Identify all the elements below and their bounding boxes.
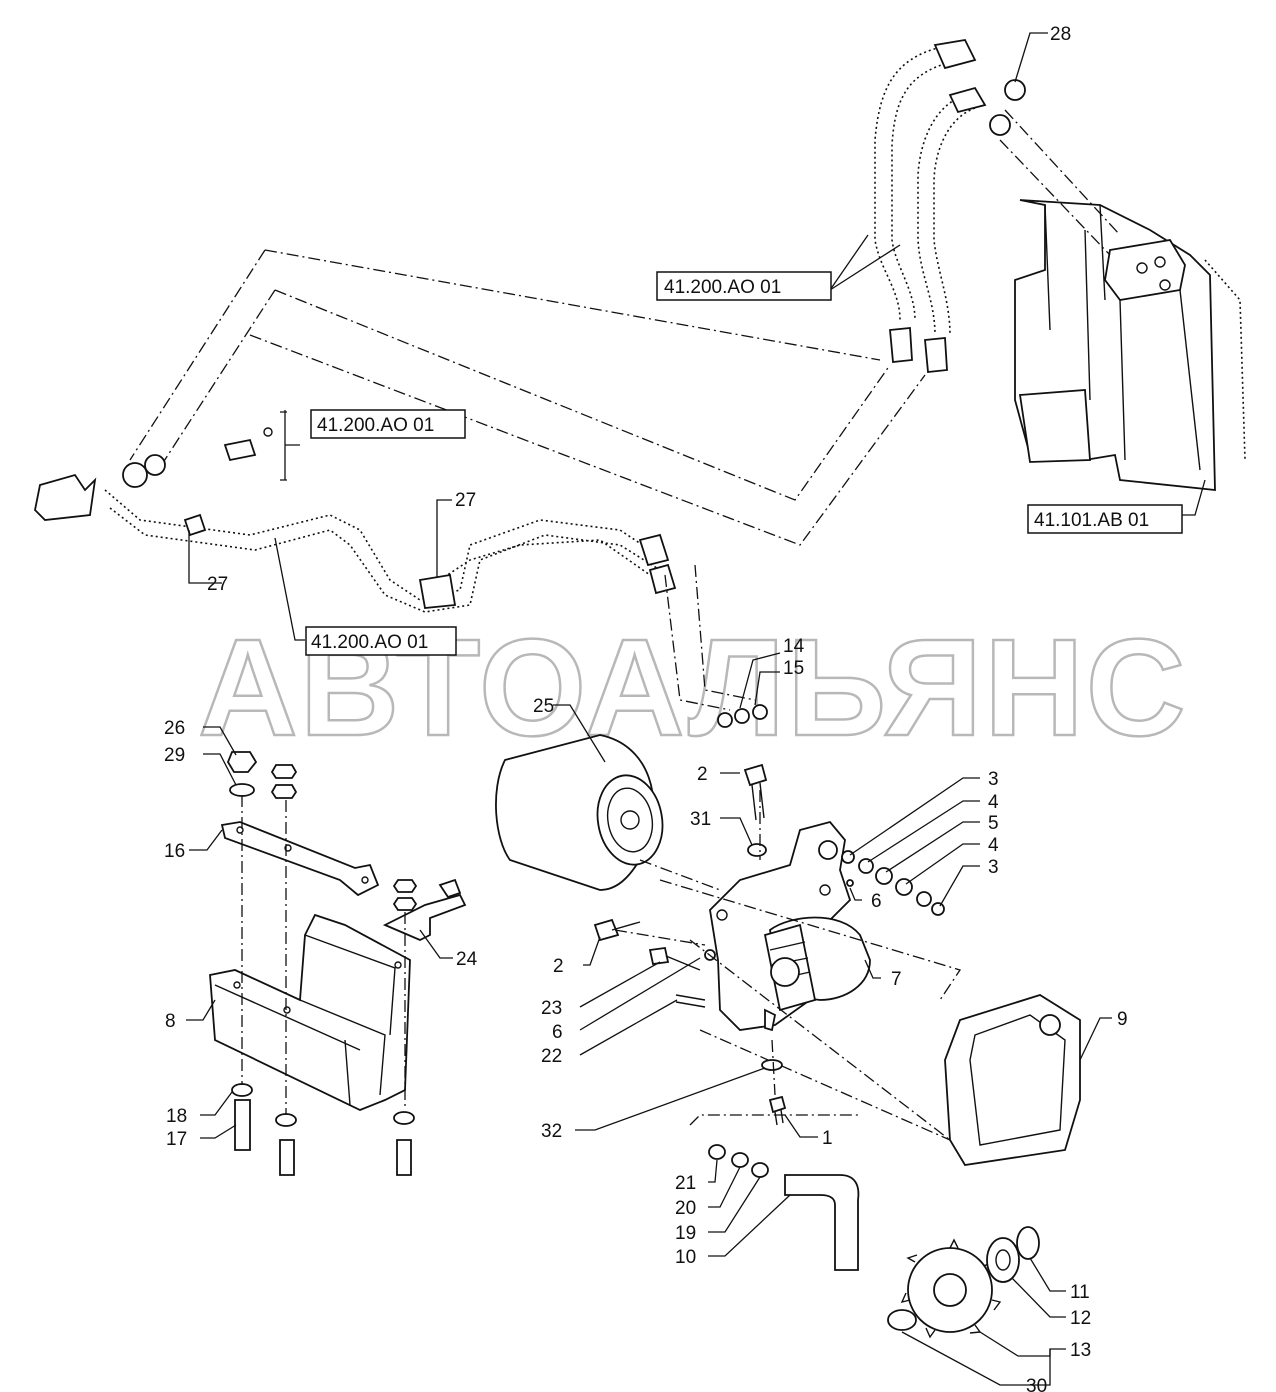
callout-1: 1: [822, 1128, 833, 1149]
callout-6: 6: [552, 1022, 563, 1043]
callout-15: 15: [783, 658, 804, 679]
callout-28: 28: [1050, 24, 1071, 45]
callout-21: 21: [675, 1173, 696, 1194]
callout-3: 3: [988, 769, 999, 790]
callout-19: 19: [675, 1223, 696, 1244]
callout-24: 24: [456, 949, 478, 970]
svg-text:41.200.AO 01: 41.200.AO 01: [664, 277, 781, 298]
svg-text:41.200.AO 01: 41.200.AO 01: [311, 632, 428, 653]
guard-assembly: [209, 751, 467, 1176]
lower-pipes: [34, 427, 677, 613]
callout-16: 16: [164, 841, 185, 862]
callout-10: 10: [675, 1247, 696, 1268]
callout-12: 12: [1070, 1308, 1091, 1329]
callout-14: 14: [783, 636, 805, 657]
svg-text:41.200.AO 01: 41.200.AO 01: [317, 415, 434, 436]
ref-box-top-pipes[interactable]: 41.200.AO 01: [656, 271, 832, 301]
callout-25: 25: [533, 696, 554, 717]
ref-box-lower-pipes[interactable]: 41.200.AO 01: [305, 626, 457, 656]
seal-stack: [841, 850, 945, 916]
callout-23: 23: [541, 998, 562, 1019]
frame-bracket: [1014, 199, 1246, 492]
callout-17: 17: [166, 1129, 187, 1150]
housing-bolts: [593, 918, 716, 1008]
callout-29: 29: [164, 745, 185, 766]
callout-27: 27: [455, 490, 476, 511]
callout-7: 7: [891, 969, 902, 990]
gear-assembly: [887, 1226, 1040, 1339]
leader-lines: [186, 32, 1206, 1386]
callout-27: 27: [207, 574, 228, 595]
callout-5: 5: [988, 813, 999, 834]
centerline-top: [264, 249, 881, 361]
ref-box-frame[interactable]: 41.101.AB 01: [1027, 504, 1183, 534]
oil-filter: [495, 734, 664, 891]
callout-2: 2: [697, 764, 708, 785]
ref-box-left-fitting[interactable]: 41.200.AO 01: [310, 409, 466, 439]
callout-2: 2: [553, 956, 564, 977]
callout-13: 13: [1070, 1340, 1091, 1361]
upper-hoses: [874, 39, 1026, 373]
tube-assembly: [708, 1144, 860, 1271]
pump-housing: [709, 820, 871, 1031]
bolt-2-top: [743, 763, 768, 857]
callout-22: 22: [541, 1046, 562, 1067]
gasket-9: [944, 994, 1081, 1166]
callout-31: 31: [690, 809, 711, 830]
fittings-14-15: [717, 704, 768, 728]
svg-text:41.101.AB 01: 41.101.AB 01: [1034, 510, 1149, 531]
callout-4: 4: [988, 792, 999, 813]
callout-6: 6: [871, 891, 882, 912]
callout-26: 26: [164, 718, 185, 739]
callout-18: 18: [166, 1106, 187, 1127]
o-ring-32-bolt-1: [761, 1008, 787, 1126]
callout-8: 8: [165, 1011, 176, 1032]
callout-32: 32: [541, 1121, 562, 1142]
callout-11: 11: [1070, 1282, 1090, 1303]
callouts: 28 27 27 14 15 25 26 29 2 31 16 3 4 5 4 …: [164, 24, 1128, 1392]
callout-20: 20: [675, 1198, 696, 1219]
callout-3: 3: [988, 857, 999, 878]
callout-4: 4: [988, 835, 999, 856]
callout-9: 9: [1117, 1009, 1128, 1030]
callout-30: 30: [1026, 1376, 1047, 1392]
